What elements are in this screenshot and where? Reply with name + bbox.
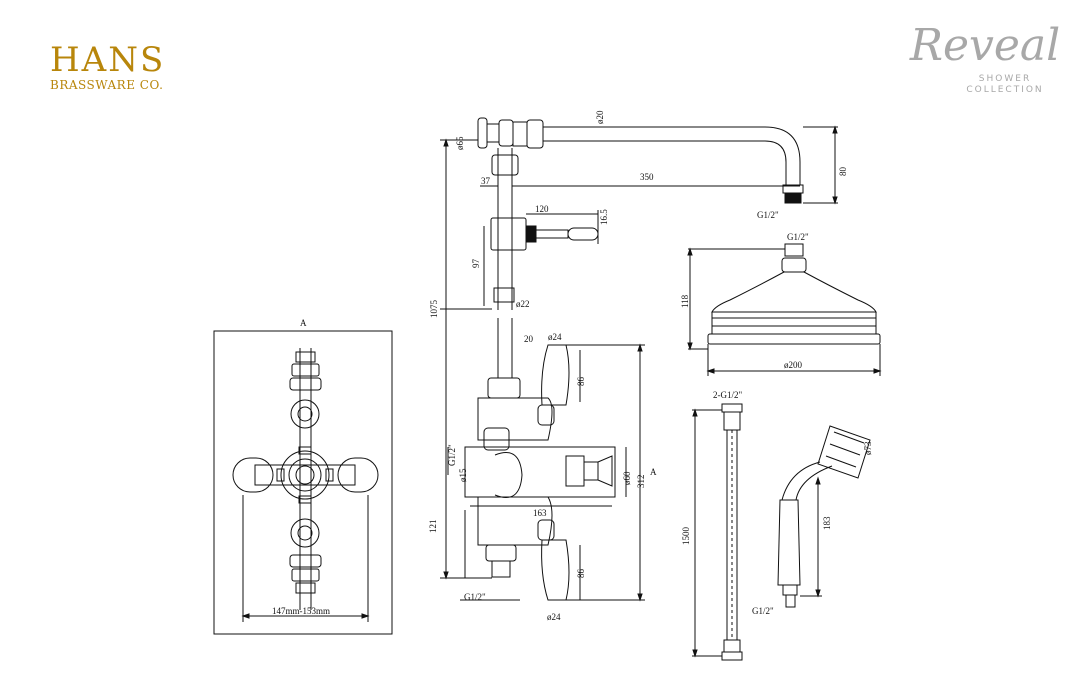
dim-arm-length: 350 (640, 172, 654, 182)
head-height: 118 (680, 294, 690, 308)
dim-d60: ø60 (622, 471, 632, 485)
dim-lever-120: 120 (535, 204, 549, 214)
shower-hose (692, 403, 743, 661)
side-view (440, 117, 838, 602)
shower-head (687, 243, 882, 376)
dim-body-163: 163 (533, 508, 547, 518)
dim-inlet-g12: G1/2" (447, 444, 457, 466)
dim-offset: 37 (481, 176, 491, 186)
head-diameter: ø200 (784, 360, 803, 370)
dim-97: 97 (471, 259, 481, 269)
dim-d22: ø22 (516, 299, 530, 309)
shower-handset (777, 425, 871, 608)
collection-logo: Reveal SHOWER COLLECTION (900, 18, 1070, 96)
side-section-label: A (650, 467, 657, 477)
dim-86-bottom: 86 (576, 569, 586, 579)
dimension-labels: A 147mm-153mm ø65 ø20 37 350 80 G1/2" 12… (272, 110, 873, 622)
brand-subtitle: BRASSWARE CO. (50, 78, 164, 92)
thermostat-body (477, 397, 553, 441)
collection-line2: COLLECTION (966, 85, 1044, 95)
center-handle (280, 450, 330, 500)
handset-height: 183 (822, 516, 832, 530)
upper-control (290, 399, 320, 429)
dim-drop: 80 (838, 167, 848, 177)
front-view-frame (213, 330, 393, 635)
dim-arm-diameter: ø20 (595, 110, 605, 124)
shower-arm (543, 126, 801, 185)
dim-d24-top: ø24 (548, 332, 562, 342)
hose-thread-top: 2-G1/2" (713, 390, 742, 400)
dim-121: 121 (428, 520, 438, 534)
handset-diameter: ø73 (863, 441, 873, 455)
upper-lever (541, 344, 570, 406)
wall-flange (477, 117, 488, 149)
dim-arm-thread: G1/2" (757, 210, 779, 220)
dim-312: 312 (636, 475, 646, 489)
front-section-label: A (300, 318, 307, 328)
dim-outlet-g12: G1/2" (464, 592, 486, 602)
hose-length: 1500 (681, 527, 691, 546)
head-thread: G1/2" (787, 232, 809, 242)
dim-86-top: 86 (576, 377, 586, 387)
collection-script: Reveal (909, 20, 1061, 71)
dim-1075: 1075 (429, 300, 439, 319)
brand-name: HANS (50, 40, 166, 80)
handset-thread: G1/2" (752, 606, 774, 616)
lower-lever (541, 539, 570, 601)
lower-control (290, 518, 320, 548)
collection-line1: SHOWER (978, 74, 1032, 84)
dim-flange: ø65 (455, 136, 465, 150)
front-view (213, 330, 393, 635)
front-width-label: 147mm-153mm (272, 606, 330, 616)
dim-d24-bottom: ø24 (547, 612, 561, 622)
dim-pipe-20: 20 (524, 334, 534, 344)
brand-logo: HANS BRASSWARE CO. (50, 42, 165, 92)
dim-d15: ø15 (458, 468, 468, 482)
dim-lever-16-5: 16.5 (599, 209, 609, 225)
